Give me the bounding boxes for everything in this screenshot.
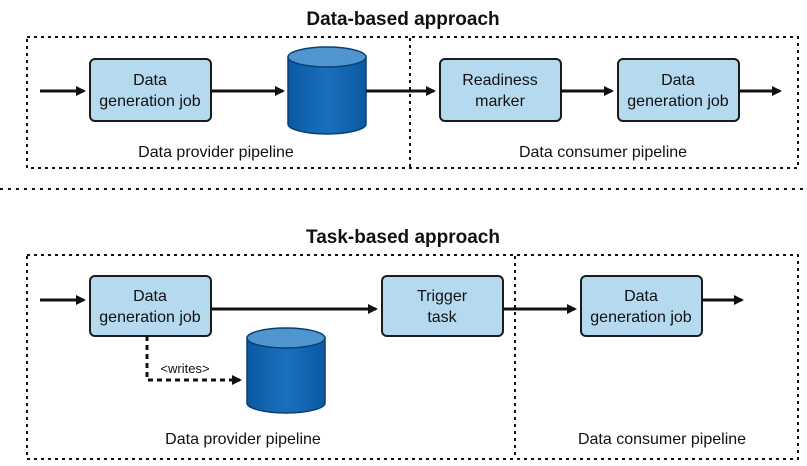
readiness-label-line2: marker xyxy=(475,93,525,110)
task-consumer-job-label-line1: Data xyxy=(624,288,658,305)
task-based-consumer-caption: Data consumer pipeline xyxy=(578,431,746,448)
task-based-title: Task-based approach xyxy=(306,227,500,248)
readiness-label-line1: Readiness xyxy=(462,72,538,89)
task-based-frame xyxy=(26,254,799,460)
data-based-consumer-caption: Data consumer pipeline xyxy=(519,144,687,161)
provider-job-label-line1: Data xyxy=(133,72,167,89)
trigger-label-line2: task xyxy=(427,309,457,326)
readiness-marker-box: Readiness marker xyxy=(439,58,562,122)
task-based-provider-caption: Data provider pipeline xyxy=(165,431,321,448)
data-store-cylinder-icon xyxy=(287,46,367,135)
writes-label: <writes> xyxy=(160,361,209,376)
task-consumer-job-label-line2: generation job xyxy=(590,309,692,326)
task-based-provider-job-box: Data generation job xyxy=(89,275,212,337)
consumer-job-label-line1: Data xyxy=(661,72,695,89)
data-based-consumer-job-box: Data generation job xyxy=(617,58,740,122)
task-provider-job-label-line2: generation job xyxy=(99,309,201,326)
consumer-job-label-line2: generation job xyxy=(627,93,729,110)
task-based-consumer-job-box: Data generation job xyxy=(580,275,703,337)
data-based-provider-job-box: Data generation job xyxy=(89,58,212,122)
trigger-task-box: Trigger task xyxy=(381,275,504,337)
task-provider-job-label-line1: Data xyxy=(133,288,167,305)
data-based-frame xyxy=(26,36,799,169)
task-data-store-cylinder-icon xyxy=(246,327,326,414)
data-based-provider-caption: Data provider pipeline xyxy=(138,144,294,161)
provider-job-label-line2: generation job xyxy=(99,93,201,110)
data-based-title: Data-based approach xyxy=(306,9,499,30)
trigger-label-line1: Trigger xyxy=(417,288,468,305)
